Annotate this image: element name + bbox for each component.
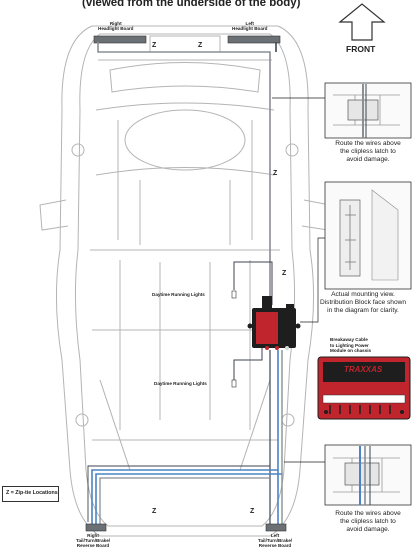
inset-lighting-module: [317, 356, 411, 420]
route-note-bottom: Route the wires above the clipless latch…: [335, 510, 401, 533]
left-headlight-board: [227, 35, 281, 44]
left-tail-label: Left Tail/Turn/Brake/ Reverse Board: [258, 533, 293, 548]
zip-tie-marker: Z: [152, 508, 157, 515]
right-tail-board: [85, 523, 107, 532]
daytime-connector-top: [231, 290, 237, 299]
daytime-connector-bottom: [231, 379, 237, 388]
rear-crossover-dark: [87, 465, 270, 522]
rear-crossover-gray: [99, 477, 270, 525]
headlight-wire: [97, 42, 271, 300]
front-arrow: [338, 3, 386, 41]
zip-tie-marker: Z: [152, 42, 157, 49]
daytime-label-top: Daytime Running Lights: [152, 292, 205, 297]
daytime-wire-bottom: [233, 345, 263, 384]
rear-crossover-wire: [91, 469, 282, 525]
daytime-wire-top: [233, 261, 273, 305]
inset-bottom-latch: [324, 444, 412, 506]
zip-tie-marker: Z: [282, 270, 287, 277]
pointer-line-mount: [300, 237, 325, 323]
inset-top-latch: [324, 82, 412, 139]
right-tail-label: Right Tail/Turn/Brake/ Reverse Board: [76, 533, 111, 548]
route-note-top: Route the wires above the clipless latch…: [335, 140, 401, 163]
zip-tie-marker: Z: [250, 508, 255, 515]
distribution-block: [247, 296, 301, 350]
right-headlight-label: Right Headlight Board: [98, 21, 134, 31]
inset-mounting-view: [324, 181, 412, 290]
zip-tie-marker: Z: [273, 170, 278, 177]
left-tail-board: [265, 523, 287, 532]
zip-tie-marker: Z: [198, 42, 203, 49]
daytime-label-bottom: Daytime Running Lights: [154, 381, 207, 386]
legend-text: Z = Zip-tie Locations: [6, 490, 58, 496]
left-headlight-label: Left Headlight Board: [232, 21, 268, 31]
right-headlight-board: [93, 35, 147, 44]
zip-tie-legend: Z = Zip-tie Locations: [2, 486, 59, 502]
module-brand-logo: TRAXXAS: [344, 365, 383, 374]
breakaway-note: Breakaway Cable to Lighting Power Module…: [330, 337, 372, 353]
diagram-subtitle: (viewed from the underside of the body): [82, 0, 301, 9]
front-label: FRONT: [346, 44, 376, 54]
mounting-note: Actual mounting view. Distribution Block…: [319, 291, 407, 314]
truck-body-outline: [39, 25, 331, 537]
